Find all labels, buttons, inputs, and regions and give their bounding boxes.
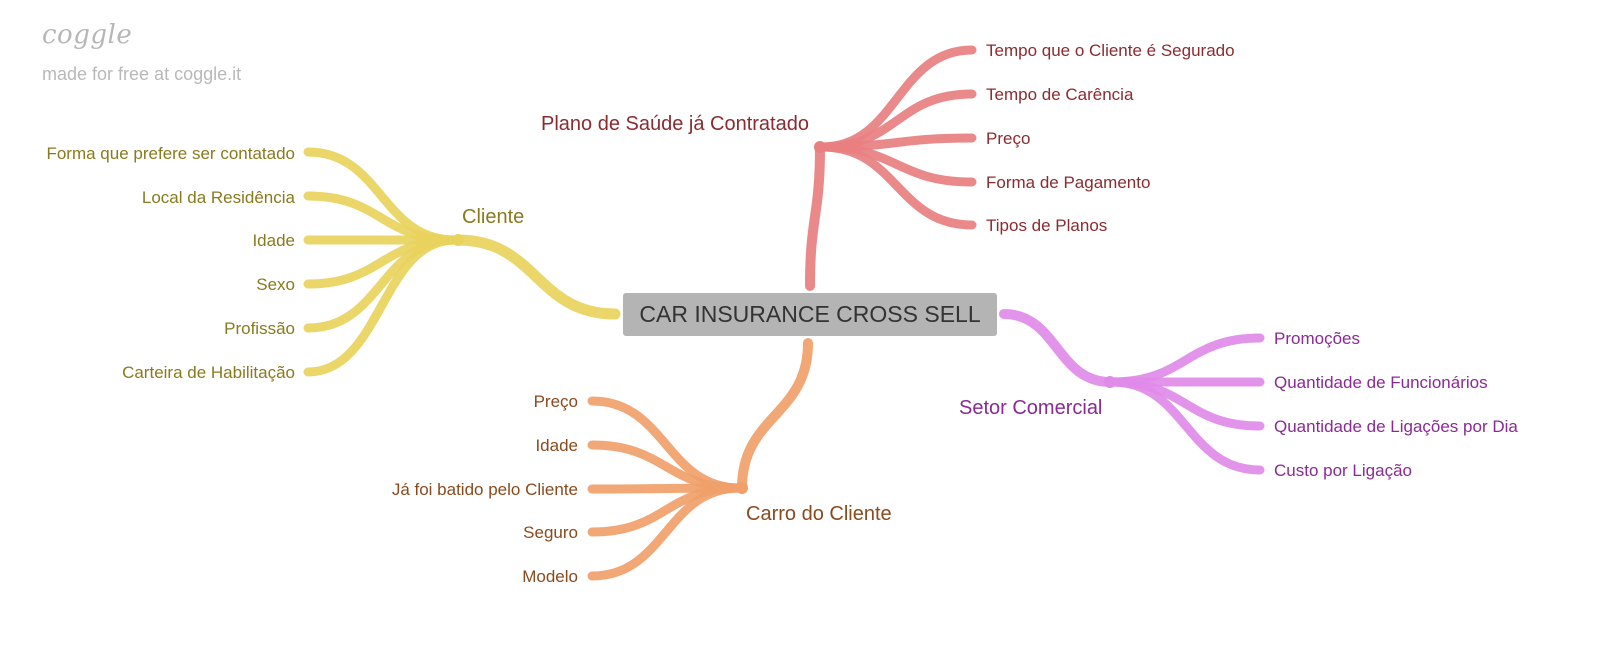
leaf-cliente-carteira[interactable]: Carteira de Habilitação xyxy=(122,363,295,382)
edge-root-setor xyxy=(999,309,1115,387)
edge-carro-leaf-4 xyxy=(587,483,745,581)
leaf-plano-tipos[interactable]: Tipos de Planos xyxy=(986,216,1108,235)
leaf-carro-preco[interactable]: Preço xyxy=(533,392,578,411)
leaf-plano-tempo-segurado[interactable]: Tempo que o Cliente é Segurado xyxy=(986,41,1235,60)
leaf-plano-tempo-carencia[interactable]: Tempo de Carência xyxy=(986,85,1134,104)
leaf-cliente-profissao[interactable]: Profissão xyxy=(224,319,295,338)
edge-plano-leaf-4 xyxy=(817,142,977,230)
root-node-label: CAR INSURANCE CROSS SELL xyxy=(639,301,981,327)
edge-setor-leaf-0 xyxy=(1107,333,1265,387)
leaf-setor-custo-ligacao[interactable]: Custo por Ligação xyxy=(1274,461,1412,480)
leaf-cliente-idade[interactable]: Idade xyxy=(252,231,295,250)
branch-node-cliente[interactable]: Cliente xyxy=(462,206,525,228)
leaf-cliente-sexo[interactable]: Sexo xyxy=(256,275,295,294)
leaf-cliente-local-residencia[interactable]: Local da Residência xyxy=(141,188,295,207)
edge-cliente-leaf-5 xyxy=(303,235,460,377)
root-node[interactable]: CAR INSURANCE CROSS SELL xyxy=(623,293,997,336)
branch-node-setor-comercial[interactable]: Setor Comercial xyxy=(959,397,1103,419)
leaf-plano-forma-pagamento[interactable]: Forma de Pagamento xyxy=(986,173,1151,192)
coggle-logo: coggle xyxy=(42,20,133,50)
leaf-setor-funcionarios[interactable]: Quantidade de Funcionários xyxy=(1274,373,1488,392)
leaf-carro-idade[interactable]: Idade xyxy=(535,436,578,455)
leaf-carro-modelo[interactable]: Modelo xyxy=(522,567,578,586)
edge-root-carro xyxy=(737,338,813,493)
edge-root-cliente xyxy=(452,234,621,320)
edge-root-plano xyxy=(805,142,825,291)
leaf-cliente-forma-contato[interactable]: Forma que prefere ser contatado xyxy=(46,144,295,163)
leaf-carro-batido[interactable]: Já foi batido pelo Cliente xyxy=(391,480,578,499)
leaf-carro-seguro[interactable]: Seguro xyxy=(523,523,578,542)
branch-node-plano-saude[interactable]: Plano de Saúde já Contratado xyxy=(541,113,809,135)
leaf-plano-preco[interactable]: Preço xyxy=(986,129,1031,148)
coggle-tagline: made for free at coggle.it xyxy=(42,64,242,84)
branch-node-carro-cliente[interactable]: Carro do Cliente xyxy=(746,503,892,525)
edge-setor-leaf-3 xyxy=(1107,377,1265,475)
leaf-setor-promocoes[interactable]: Promoções xyxy=(1274,329,1360,348)
leaf-setor-ligacoes-dia[interactable]: Quantidade de Ligações por Dia xyxy=(1274,417,1518,436)
